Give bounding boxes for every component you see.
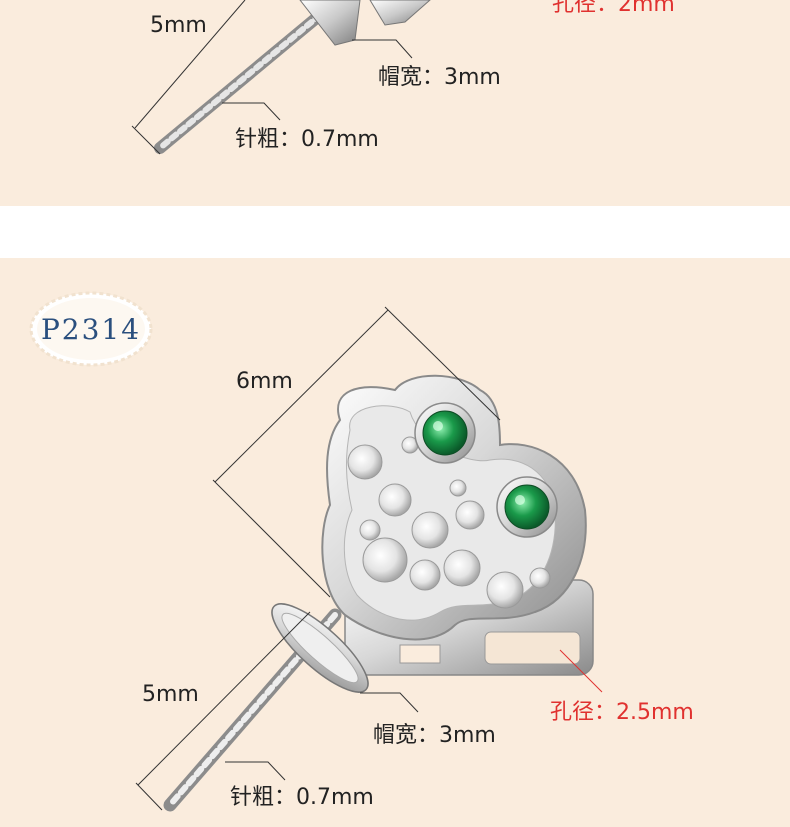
cap-label: 帽宽：3mm [373,723,496,748]
top-cap-label: 帽宽：3mm [378,65,501,90]
top-pin-label: 针粗：0.7mm [235,127,379,152]
green-gem-icon [496,476,558,538]
top-product-panel: 5mm 孔径：2mm 帽宽：3mm 针粗：0.7mm [0,0,790,206]
top-length-label: 5mm [150,13,207,38]
stud-head-icon [321,374,587,641]
product-code-badge: P2314 [28,290,154,368]
pin-label: 针粗：0.7mm [230,785,374,810]
width-label: 6mm [236,369,293,394]
section-divider [0,206,790,258]
top-hole-label: 孔径：2mm [552,0,675,17]
top-earring-illustration [131,0,431,155]
hole-label: 孔径：2.5mm [550,700,694,725]
green-gem-icon [414,402,476,464]
product-code: P2314 [40,312,142,346]
top-pin-icon [154,9,326,154]
length-label: 5mm [142,682,199,707]
